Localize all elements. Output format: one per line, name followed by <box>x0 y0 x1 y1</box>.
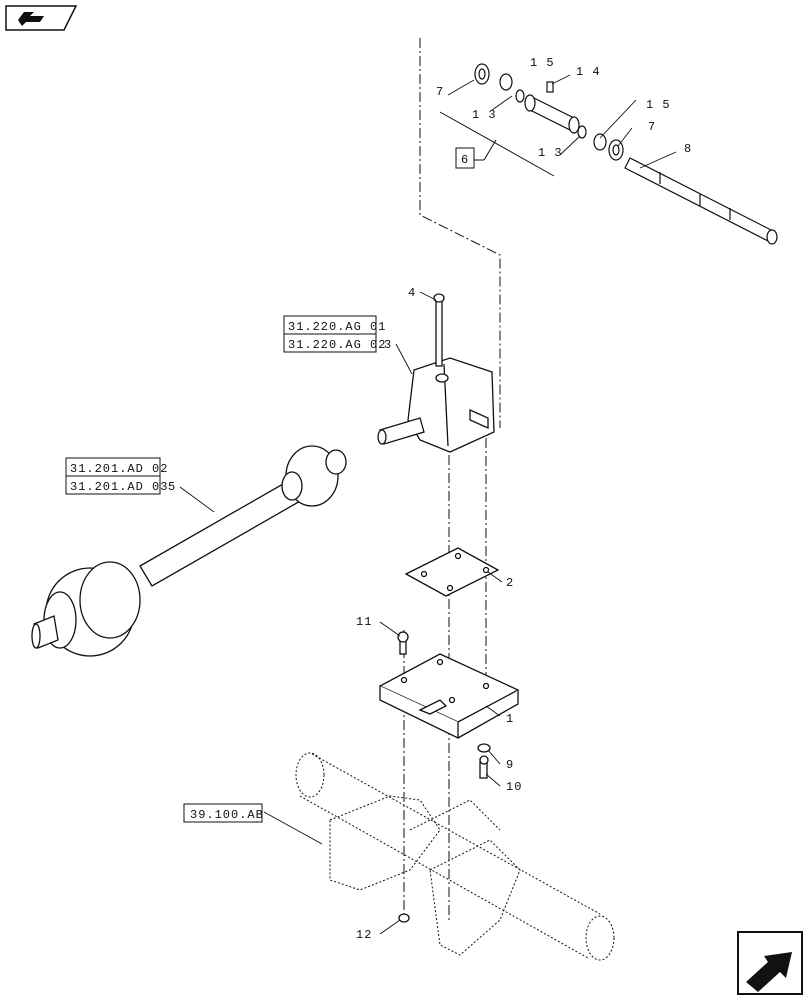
frame-ref: 39.100.AB <box>190 808 264 822</box>
driveshaft-ref-2-box[interactable]: 31.201.AD 03 <box>65 475 168 495</box>
book-navigation-icon[interactable] <box>5 5 78 31</box>
driveshaft-ref-1-box[interactable]: 31.201.AD 02 <box>65 457 168 477</box>
gearbox <box>377 293 495 453</box>
gearbox-ref-2: 31.220.AG 02 <box>288 338 386 352</box>
gearbox-ref-2-box[interactable]: 31.220.AG 02 <box>283 333 386 353</box>
callout-7a: 7 <box>436 85 444 99</box>
callout-8: 8 <box>684 142 692 156</box>
callout-13b: 1 3 <box>538 146 563 160</box>
kit-bracket <box>439 111 555 177</box>
callout-10: 10 <box>506 780 522 794</box>
gearbox-ref-1-box[interactable]: 31.220.AG 01 <box>283 315 386 335</box>
callout-labels: 7 1 5 1 4 1 3 1 3 1 5 7 8 4 3 5 2 1 9 10… <box>168 56 692 942</box>
mount-bracket <box>378 631 520 923</box>
callout-6: 6 <box>461 153 469 167</box>
callout-14: 1 4 <box>576 65 601 79</box>
shaft-kit <box>474 63 778 245</box>
frame-tube <box>295 752 615 961</box>
driveshaft-ref-2: 31.201.AD 03 <box>70 480 168 494</box>
frame-ref-box[interactable]: 39.100.AB <box>183 803 264 823</box>
callout-13a: 1 3 <box>472 108 497 122</box>
callout-2: 2 <box>506 576 514 590</box>
callout-15b: 1 5 <box>646 98 671 112</box>
gasket-plate <box>404 547 500 597</box>
leader-lines <box>179 74 677 935</box>
callout-7b: 7 <box>648 120 656 134</box>
drive-shaft <box>31 445 347 657</box>
callout-9: 9 <box>506 758 514 772</box>
next-page-arrow-icon[interactable] <box>737 931 803 995</box>
callout-5: 5 <box>168 480 176 494</box>
callout-11: 11 <box>356 615 372 629</box>
driveshaft-ref-1: 31.201.AD 02 <box>70 462 168 476</box>
callout-12: 12 <box>356 928 372 942</box>
kit-6-box[interactable]: 6 <box>455 147 475 169</box>
phantom-line <box>403 38 501 920</box>
callout-4: 4 <box>408 286 416 300</box>
callout-3: 3 <box>384 338 392 352</box>
callout-1: 1 <box>506 712 514 726</box>
callout-15a: 1 5 <box>530 56 555 70</box>
gearbox-ref-1: 31.220.AG 01 <box>288 320 386 334</box>
